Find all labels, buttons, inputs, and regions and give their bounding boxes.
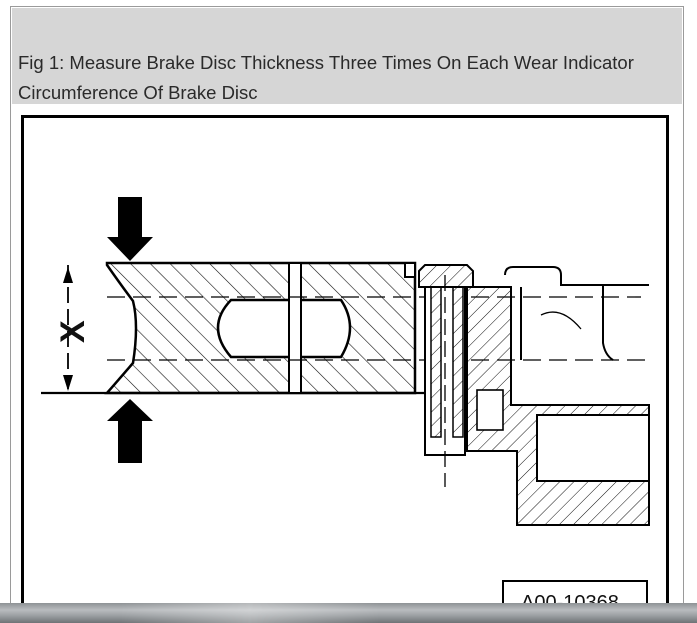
- wheel-bolt: [418, 264, 474, 487]
- brake-disc-section: [104, 261, 649, 395]
- figure-frame: Fig 1: Measure Brake Disc Thickness Thre…: [10, 6, 684, 616]
- brake-disc-diagram: X A00-10368: [21, 115, 669, 615]
- bottom-arrow: [107, 399, 153, 463]
- dimension-x: X: [54, 265, 92, 391]
- caliper-outline: [504, 266, 649, 361]
- figure-caption: Fig 1: Measure Brake Disc Thickness Thre…: [18, 52, 634, 103]
- bottom-bar-glint: [120, 603, 380, 623]
- bottom-scroll-bar: [0, 603, 697, 623]
- dimension-label: X: [54, 320, 92, 343]
- wheel-hub: [466, 286, 650, 526]
- caption-bar: Fig 1: Measure Brake Disc Thickness Thre…: [12, 8, 682, 104]
- top-arrow: [107, 197, 153, 261]
